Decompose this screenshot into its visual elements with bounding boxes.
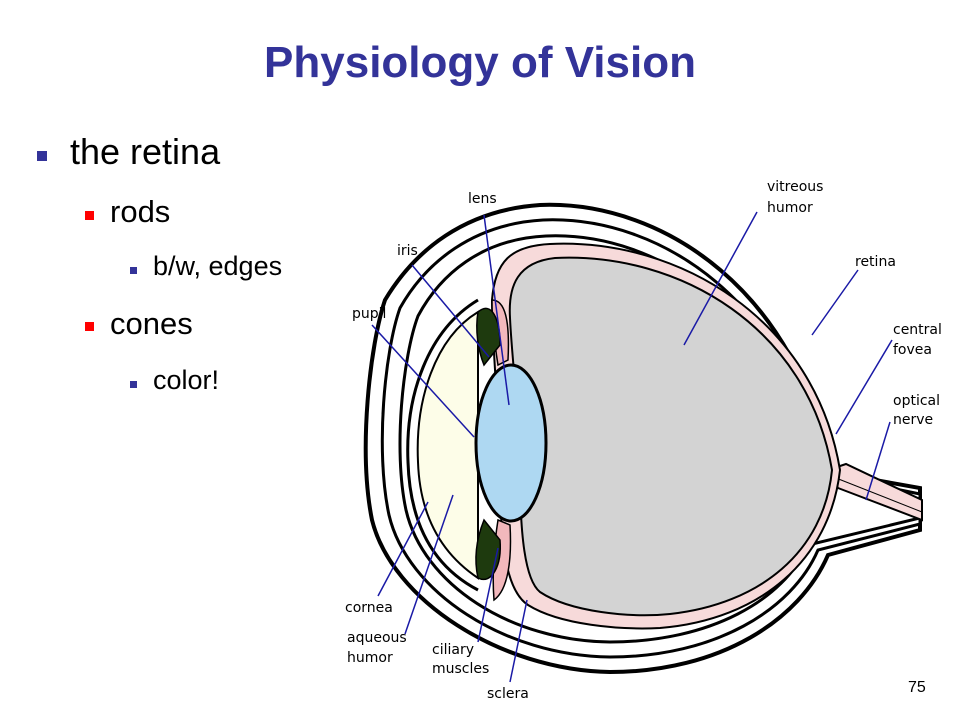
bullet-cones: cones [110,306,193,341]
label-pupil: pupil [352,306,386,322]
label-muscles: muscles [432,661,489,677]
bullet-marker-level3 [130,267,137,274]
label-humor: humor [767,200,813,216]
aqueous-humor [416,310,479,580]
vitreous-humor [508,256,834,617]
bullet-rods-detail: b/w, edges [153,251,283,281]
label-aqueous-humor: humor [347,650,393,666]
label-iris: iris [397,243,418,259]
label-optical: optical [893,393,940,409]
diagram-labels: lens vitreous humor iris retina pupil ce… [345,179,942,702]
label-sclera: sclera [487,686,529,702]
bullet-marker-level2 [85,322,94,331]
label-ciliary: ciliary [432,642,474,658]
bullet-marker-level3 [130,381,137,388]
label-fovea: fovea [893,342,932,358]
iris-top [476,307,501,367]
cornea [406,298,479,592]
label-vitreous: vitreous [767,179,823,195]
label-central: central [893,322,942,338]
label-lens: lens [468,191,497,207]
label-nerve: nerve [893,412,933,428]
label-retina: retina [855,254,896,270]
slide-title: Physiology of Vision [264,38,696,87]
page-number: 75 [908,679,926,696]
pointer-lines [371,211,893,683]
bullet-rods: rods [110,194,171,229]
bullet-cones-detail: color! [153,365,220,395]
lens [474,363,548,523]
bullet-marker-level2 [85,211,94,220]
optic-nerve-line [835,477,923,513]
label-cornea: cornea [345,600,393,616]
bullet-marker-level1 [37,151,47,161]
label-aqueous: aqueous [347,630,407,646]
bullet-the-retina: the retina [70,131,221,172]
